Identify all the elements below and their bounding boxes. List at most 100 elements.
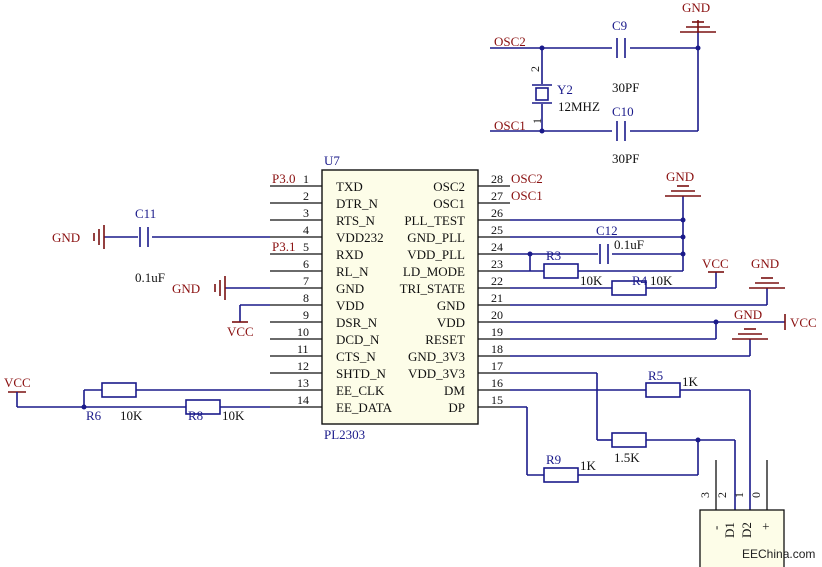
svg-text:VDD: VDD bbox=[437, 315, 465, 330]
svg-text:10: 10 bbox=[297, 325, 309, 339]
svg-text:SHTD_N: SHTD_N bbox=[336, 366, 386, 381]
right-pin-lines bbox=[478, 185, 510, 408]
y2-value: 12MHZ bbox=[558, 99, 600, 114]
r-dm-value: 1.5K bbox=[614, 450, 640, 465]
svg-text:D2: D2 bbox=[739, 522, 754, 538]
r9-value: 1K bbox=[580, 458, 597, 473]
svg-text:D1: D1 bbox=[722, 522, 737, 538]
svg-text:1: 1 bbox=[732, 492, 746, 498]
svg-text:17: 17 bbox=[491, 359, 503, 373]
svg-text:TRI_STATE: TRI_STATE bbox=[400, 281, 465, 296]
c10-ref: C10 bbox=[612, 104, 634, 119]
svg-text:+: + bbox=[758, 523, 773, 530]
right-pins: 28 27 26 25 24 23 22 21 20 19 18 17 16 1… bbox=[400, 172, 503, 415]
vcc-label-eeprom: VCC bbox=[4, 375, 31, 390]
svg-text:25: 25 bbox=[491, 223, 503, 237]
svg-text:GND: GND bbox=[336, 281, 364, 296]
svg-text:27: 27 bbox=[491, 189, 503, 203]
svg-text:VDD_3V3: VDD_3V3 bbox=[408, 366, 465, 381]
svg-text:18: 18 bbox=[491, 342, 503, 356]
svg-text:22: 22 bbox=[491, 274, 503, 288]
svg-text:28: 28 bbox=[491, 172, 503, 186]
svg-text:24: 24 bbox=[491, 240, 503, 254]
svg-text:DTR_N: DTR_N bbox=[336, 196, 379, 211]
svg-text:9: 9 bbox=[303, 308, 309, 322]
svg-text:GND_PLL: GND_PLL bbox=[407, 230, 465, 245]
svg-text:TXD: TXD bbox=[336, 179, 363, 194]
chip-part: PL2303 bbox=[324, 427, 365, 442]
eeprom-resistors bbox=[8, 382, 270, 415]
gnd-pin7 bbox=[214, 276, 270, 300]
left-pins: 1 2 3 4 5 6 7 8 9 10 11 12 13 14 TXD DTR… bbox=[297, 172, 393, 415]
net-p31: P3.1 bbox=[272, 239, 295, 254]
svg-text:DP: DP bbox=[448, 400, 465, 415]
usb-connector bbox=[699, 509, 785, 567]
r5-ref: R5 bbox=[648, 368, 663, 383]
svg-text:CTS_N: CTS_N bbox=[336, 349, 376, 364]
svg-text:7: 7 bbox=[303, 274, 309, 288]
c9-value: 30PF bbox=[612, 80, 639, 95]
vcc-pin8 bbox=[232, 304, 270, 323]
vcc-label-tri: VCC bbox=[702, 256, 729, 271]
gnd-label-osc: GND bbox=[682, 0, 710, 15]
svg-text:3: 3 bbox=[303, 206, 309, 220]
vcc-label-20: VCC bbox=[790, 315, 817, 330]
svg-text:21: 21 bbox=[491, 291, 503, 305]
svg-text:DSR_N: DSR_N bbox=[336, 315, 378, 330]
net-osc2-chip: OSC2 bbox=[511, 171, 543, 186]
c11-ref: C11 bbox=[135, 206, 156, 221]
svg-text:RESET: RESET bbox=[425, 332, 465, 347]
svg-text:LD_MODE: LD_MODE bbox=[403, 264, 465, 279]
svg-text:14: 14 bbox=[297, 393, 309, 407]
c9-ref: C9 bbox=[612, 18, 627, 33]
r8-value: 10K bbox=[222, 408, 245, 423]
y2-pin1: 1 bbox=[530, 118, 544, 124]
chip-body bbox=[321, 169, 479, 425]
svg-text:EE_DATA: EE_DATA bbox=[336, 400, 393, 415]
svg-text:2: 2 bbox=[715, 492, 729, 498]
svg-text:26: 26 bbox=[491, 206, 503, 220]
chip-ref: U7 bbox=[324, 153, 340, 168]
r3-ref: R3 bbox=[546, 248, 561, 263]
svg-text:19: 19 bbox=[491, 325, 503, 339]
c12-ref: C12 bbox=[596, 223, 618, 238]
gnd-label-c11: GND bbox=[52, 230, 80, 245]
left-pin-lines bbox=[270, 185, 322, 408]
vcc-label-pin8: VCC bbox=[227, 324, 254, 339]
svg-text:DM: DM bbox=[444, 383, 465, 398]
svg-text:20: 20 bbox=[491, 308, 503, 322]
gnd-label-21: GND bbox=[751, 256, 779, 271]
svg-text:VDD_PLL: VDD_PLL bbox=[407, 247, 465, 262]
r6-value: 10K bbox=[120, 408, 143, 423]
svg-text:OSC1: OSC1 bbox=[433, 196, 465, 211]
svg-text:13: 13 bbox=[297, 376, 309, 390]
svg-text:RTS_N: RTS_N bbox=[336, 213, 376, 228]
c11-value: 0.1uF bbox=[135, 270, 165, 285]
svg-text:8: 8 bbox=[303, 291, 309, 305]
gnd-label-pin7: GND bbox=[172, 281, 200, 296]
net-osc1-top: OSC1 bbox=[494, 118, 526, 133]
svg-text:12: 12 bbox=[297, 359, 309, 373]
svg-text:EE_CLK: EE_CLK bbox=[336, 383, 385, 398]
svg-text:PLL_TEST: PLL_TEST bbox=[404, 213, 465, 228]
svg-text:15: 15 bbox=[491, 393, 503, 407]
net-p30: P3.0 bbox=[272, 171, 295, 186]
y2-pin2: 2 bbox=[528, 66, 542, 72]
right-circuitry bbox=[510, 185, 786, 510]
svg-text:5: 5 bbox=[303, 240, 309, 254]
osc-section bbox=[490, 20, 716, 141]
r6-ref: R6 bbox=[86, 408, 102, 423]
c10-value: 30PF bbox=[612, 151, 639, 166]
r5-value: 1K bbox=[682, 374, 699, 389]
r3-value: 10K bbox=[580, 273, 603, 288]
svg-text:23: 23 bbox=[491, 257, 503, 271]
svg-text:RL_N: RL_N bbox=[336, 264, 369, 279]
svg-text:RXD: RXD bbox=[336, 247, 363, 262]
svg-text:OSC2: OSC2 bbox=[433, 179, 465, 194]
svg-text:VDD232: VDD232 bbox=[336, 230, 384, 245]
svg-text:DCD_N: DCD_N bbox=[336, 332, 380, 347]
connector-pin-numbers: 3 2 1 0 bbox=[698, 492, 763, 498]
svg-text:11: 11 bbox=[297, 342, 309, 356]
